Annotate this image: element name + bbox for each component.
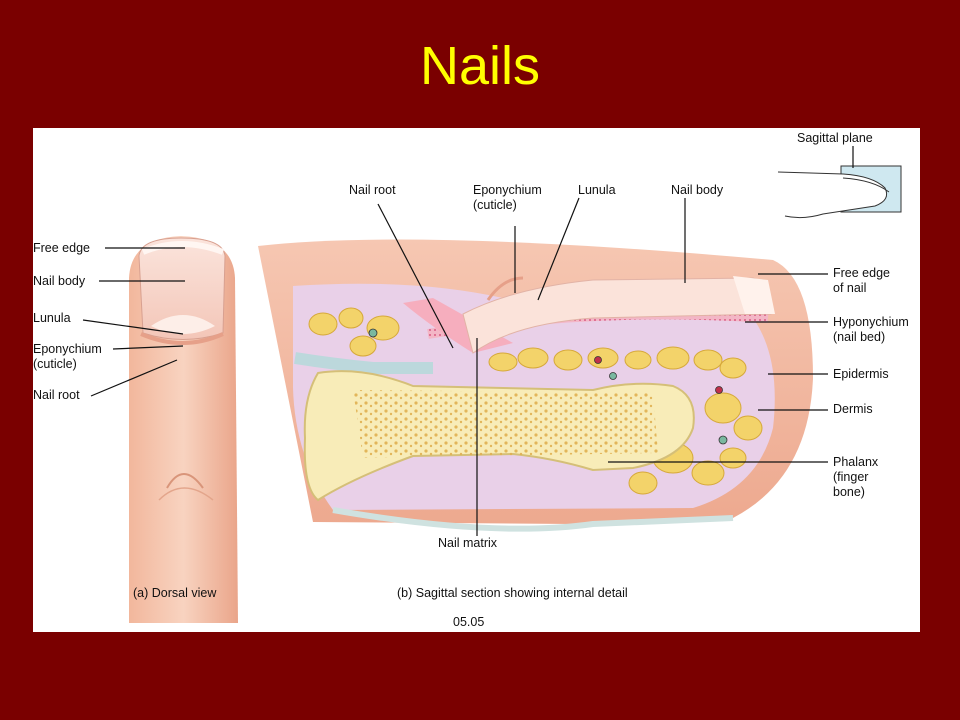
- sagittal-section: [258, 239, 813, 532]
- figure-number: 05.05: [453, 615, 485, 629]
- caption-dorsal-view: (a) Dorsal view: [133, 586, 217, 600]
- label-sagittal-nail-root: Nail root: [349, 183, 396, 197]
- caption-sagittal-section: (b) Sagittal section showing internal de…: [397, 586, 628, 600]
- label-sagittal-plane: Sagittal plane: [797, 131, 873, 145]
- label-dorsal-eponychium: Eponychium (cuticle): [33, 342, 102, 371]
- label-epidermis: Epidermis: [833, 367, 889, 381]
- nail-anatomy-illustration: [82, 146, 902, 623]
- figure-panel: Sagittal plane Free edge Nail body Lunul…: [33, 128, 920, 632]
- label-dorsal-nail-root: Nail root: [33, 388, 80, 402]
- label-free-edge-of-nail: Free edge of nail: [833, 266, 890, 295]
- sagittal-plane-inset: [777, 165, 902, 219]
- label-dorsal-nail-body: Nail body: [33, 274, 86, 288]
- label-sagittal-nail-body: Nail body: [671, 183, 724, 197]
- dorsal-finger: [129, 236, 238, 623]
- slide-title: Nails: [419, 36, 541, 96]
- label-dermis: Dermis: [833, 402, 873, 416]
- label-hyponychium: Hyponychium (nail bed): [833, 315, 909, 344]
- label-nail-matrix: Nail matrix: [438, 536, 498, 550]
- label-dorsal-lunula: Lunula: [33, 311, 71, 325]
- leader-lines: [82, 146, 854, 536]
- label-phalanx: Phalanx (finger bone): [833, 455, 879, 499]
- label-dorsal-free-edge: Free edge: [33, 241, 90, 255]
- label-sagittal-eponychium: Eponychium (cuticle): [473, 183, 542, 212]
- label-sagittal-lunula: Lunula: [578, 183, 616, 197]
